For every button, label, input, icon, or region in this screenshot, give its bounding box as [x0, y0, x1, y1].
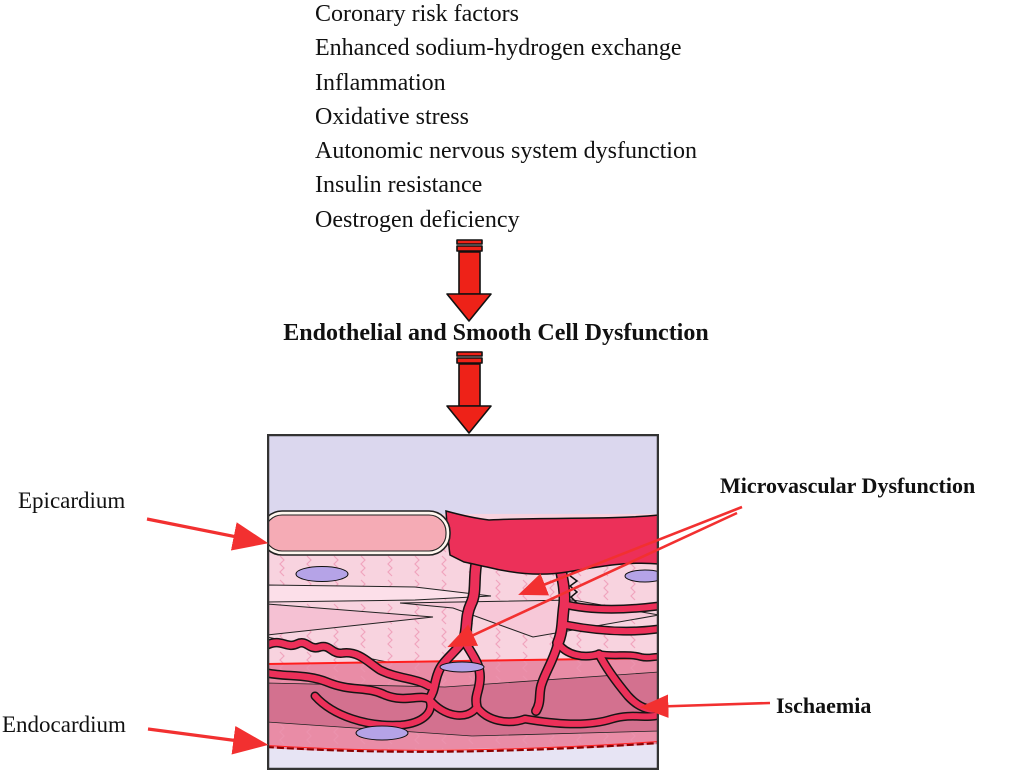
risk-factor-item: Coronary risk factors: [315, 1, 519, 27]
striped-down-block-arrow-icon: [446, 239, 492, 322]
risk-factor-item: Oxidative stress: [315, 103, 469, 130]
label-epicardium: Epicardium: [18, 488, 126, 513]
risk-factor-list: Coronary risk factors Enhanced sodium-hy…: [315, 0, 697, 237]
label-microvascular-dysfunction: Microvascular Dysfunction: [720, 473, 976, 498]
capillary-ellipse: [295, 566, 349, 582]
risk-factor-item: Inflammation: [315, 69, 446, 96]
epicardial-artery: [267, 510, 451, 556]
risk-factor-item: Insulin resistance: [315, 172, 483, 199]
endocardium-layer: [267, 741, 659, 770]
capillary-ellipse: [439, 661, 485, 673]
risk-factor-item: Oestrogen deficiency: [315, 206, 520, 233]
endocardium-pointer-arrow: [147, 725, 269, 755]
capillary-ellipse: [355, 725, 409, 741]
risk-factor-item: Autonomic nervous system dysfunction: [315, 138, 697, 165]
risk-factor-item: Enhanced sodium-hydrogen exchange: [315, 35, 682, 62]
ischaemia-pointer-arrow: [639, 694, 771, 718]
label-ischaemia: Ischaemia: [776, 693, 872, 718]
capillary-ellipse: [624, 569, 659, 583]
striped-down-block-arrow-icon: [446, 351, 492, 434]
flow-heading: Endothelial and Smooth Cell Dysfunction: [283, 320, 709, 346]
epicardium-pointer-arrow: [146, 517, 269, 551]
tissue-diagram: [267, 434, 659, 770]
label-endocardium: Endocardium: [2, 712, 126, 737]
